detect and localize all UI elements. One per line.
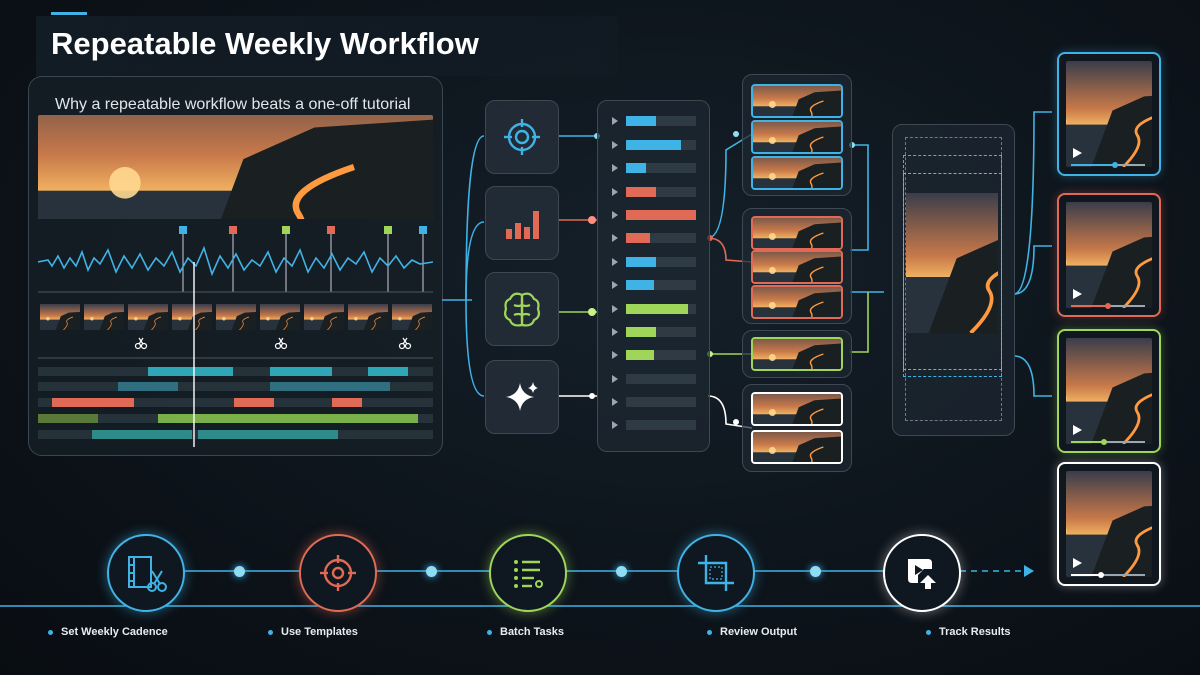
play-icon[interactable] — [1073, 425, 1082, 435]
clip-thumb[interactable] — [751, 120, 843, 154]
progress-fill — [1071, 305, 1108, 307]
clip-thumb[interactable] — [751, 430, 843, 464]
progress-fill — [1071, 164, 1116, 166]
task-list[interactable] — [598, 101, 709, 451]
clip-thumb[interactable] — [751, 392, 843, 426]
workflow-node — [616, 566, 627, 577]
sparkle-icon — [506, 382, 538, 411]
task-queue-panel — [597, 100, 710, 452]
step-review-output[interactable] — [677, 534, 755, 612]
output-video-card[interactable] — [1057, 329, 1161, 453]
editor-timeline[interactable] — [38, 222, 433, 447]
film-scissors-icon — [128, 556, 167, 592]
clip-thumb[interactable] — [751, 216, 843, 250]
progress-bar[interactable] — [1071, 439, 1145, 445]
clip-thumb[interactable] — [751, 156, 843, 190]
output-video-card[interactable] — [1057, 462, 1161, 586]
step-track-results[interactable] — [883, 534, 961, 612]
progress-bar[interactable] — [1071, 162, 1145, 168]
play-upload-icon — [908, 559, 936, 589]
step-use-templates[interactable] — [299, 534, 377, 612]
flow-connectors — [442, 111, 1052, 397]
bar-chart-icon — [506, 211, 539, 239]
clip-thumb[interactable] — [751, 250, 843, 284]
step-set-weekly-cadence[interactable] — [107, 534, 185, 612]
output-video-card[interactable] — [1057, 52, 1161, 176]
progress-knob[interactable] — [1101, 439, 1108, 445]
progress-fill — [1071, 574, 1101, 576]
workflow-node — [234, 566, 245, 577]
title-accent-bar — [51, 12, 87, 15]
clip-thumb[interactable] — [751, 84, 843, 118]
step-label: Track Results — [926, 626, 1011, 638]
progress-knob[interactable] — [1112, 162, 1119, 168]
page-subtitle: Why a repeatable workflow beats a one-of… — [51, 96, 415, 114]
render-preview — [906, 193, 998, 333]
progress-knob[interactable] — [1097, 572, 1104, 578]
target-icon — [320, 555, 356, 591]
frame-outline — [903, 173, 1002, 370]
progress-knob[interactable] — [1105, 303, 1111, 309]
step-label: Review Output — [707, 626, 797, 638]
scissors-icon — [134, 337, 412, 350]
workflow-node — [810, 566, 821, 577]
play-icon[interactable] — [1073, 148, 1082, 158]
brain-tool-button[interactable] — [485, 272, 559, 346]
page-title: Repeatable Weekly Workflow — [51, 26, 479, 61]
title-band — [36, 16, 618, 76]
progress-bar[interactable] — [1071, 572, 1145, 578]
timeline-tracks — [38, 367, 433, 439]
step-label: Set Weekly Cadence — [48, 626, 168, 638]
workflow-node — [426, 566, 437, 577]
play-icon[interactable] — [1073, 558, 1082, 568]
step-batch-tasks[interactable] — [489, 534, 567, 612]
clip-thumb[interactable] — [751, 285, 843, 319]
progress-fill — [1071, 441, 1105, 443]
crop-icon — [698, 555, 734, 591]
progress-bar[interactable] — [1071, 303, 1145, 309]
render-stack-panel — [892, 124, 1015, 436]
checklist-icon — [514, 560, 543, 588]
target-icon — [504, 119, 540, 155]
step-label: Batch Tasks — [487, 626, 564, 638]
audio-waveform — [38, 245, 433, 277]
chart-tool-button[interactable] — [485, 186, 559, 260]
brain-icon — [504, 292, 540, 327]
step-label: Use Templates — [268, 626, 358, 638]
video-editor-panel — [28, 76, 443, 456]
play-icon[interactable] — [1073, 289, 1082, 299]
output-video-card[interactable] — [1057, 193, 1161, 317]
timeline-markers — [179, 226, 427, 292]
sparkle-tool-button[interactable] — [485, 360, 559, 434]
clip-thumb[interactable] — [751, 337, 843, 371]
target-tool-button[interactable] — [485, 100, 559, 174]
